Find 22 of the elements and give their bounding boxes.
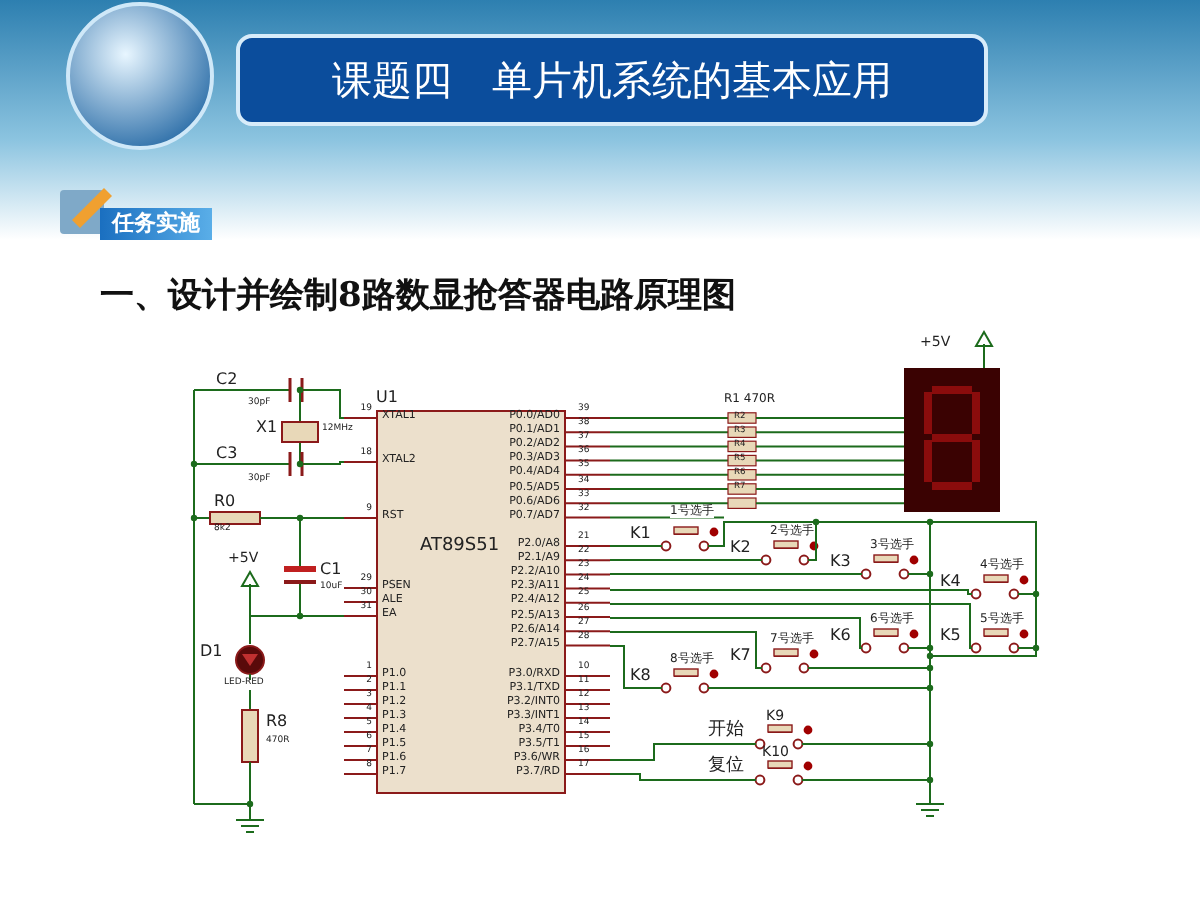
component-label: U1 [376,390,398,406]
switch-label: K3 [830,554,851,570]
task-badge: 任务实施 [100,208,212,240]
switch-label: K5 [940,628,961,644]
switch-label: K4 [940,574,961,590]
component-label: D1 [200,644,223,660]
button-caption: 开始 [708,722,744,740]
title-banner: 课题四 单片机系统的基本应用 [236,34,988,126]
component-label: C3 [216,446,238,462]
switch-label: K2 [730,540,751,556]
switch-label: K7 [730,648,751,664]
component-label: R8 [266,714,288,730]
component-label: X1 [256,420,278,436]
component-label: C2 [216,372,238,388]
switch-label: K6 [830,628,851,644]
chip-name: AT89S51 [420,538,500,556]
button-caption: 复位 [708,758,744,776]
component-label: R0 [214,494,236,510]
component-label: C1 [320,562,342,578]
switch-label: K1 [630,526,651,542]
section-heading: 一、设计并绘制8路数显抢答器电路原理图 [100,280,736,314]
switch-label: K8 [630,668,651,684]
